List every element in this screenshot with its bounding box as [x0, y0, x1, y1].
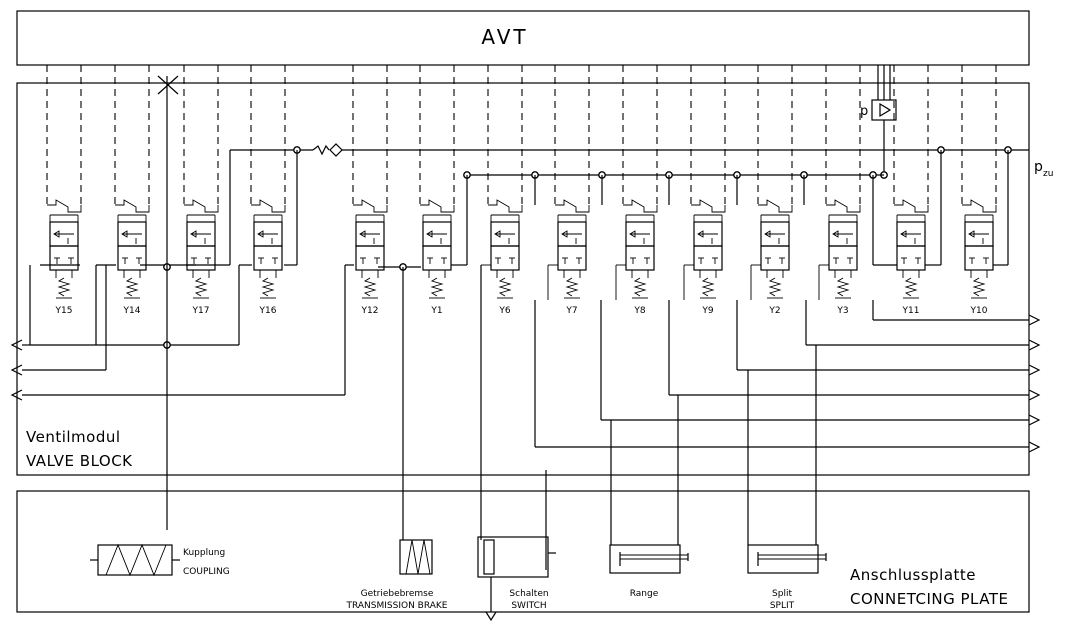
valve-label: Y17 [192, 306, 210, 316]
pressure-supply-label: p [1034, 159, 1043, 175]
valve-Y8: Y8 [622, 65, 658, 316]
pressure-sensor-label: p [860, 104, 868, 119]
pressure-supply-subscript: zu [1043, 169, 1053, 179]
connecting-plate-label-en: CONNETCING PLATE [850, 590, 1008, 608]
valve-Y11: Y11 [893, 65, 929, 316]
range-actuator: Range [609, 544, 689, 599]
valve-label: Y3 [836, 306, 848, 316]
range-label-de: Range [630, 589, 659, 599]
pressure-supply: p zu [1034, 159, 1053, 179]
wiring-layer [10, 76, 1041, 570]
valve-label: Y7 [565, 306, 577, 316]
coupling-label-de: Kupplung [183, 548, 225, 558]
avt-box: AVT [16, 10, 1030, 66]
brake-label-en: TRANSMISSION BRAKE [346, 601, 448, 611]
coupling-line-cross [157, 75, 179, 95]
avt-label: AVT [481, 25, 528, 49]
valve-label: Y15 [55, 306, 73, 316]
valve-label: Y12 [361, 306, 379, 316]
coupling-label-en: COUPLING [183, 567, 230, 577]
valve-Y6: Y6 [487, 65, 523, 316]
valve-Y10: Y10 [961, 65, 997, 316]
valve-label: Y11 [902, 306, 920, 316]
valve-Y2: Y2 [757, 65, 793, 316]
valve-label: Y10 [970, 306, 988, 316]
connecting-plate-box: Anschlussplatte CONNETCING PLATE [16, 490, 1030, 613]
valve-Y15: Y15 [46, 65, 82, 316]
split-label-en: SPLIT [770, 601, 795, 611]
valve-label: Y6 [498, 306, 510, 316]
switch-label-de: Schalten [509, 589, 548, 599]
valve-block-label-en: VALVE BLOCK [26, 452, 133, 470]
valve-Y16: Y16 [250, 65, 286, 316]
valve-label: Y8 [633, 306, 645, 316]
valve-Y1: Y1 [419, 65, 455, 316]
valve-Y9: Y9 [690, 65, 726, 316]
valve-block-label-de: Ventilmodul [26, 428, 121, 446]
valve-Y3: Y3 [825, 65, 861, 316]
valve-label: Y16 [259, 306, 277, 316]
switch-label-en: SWITCH [511, 601, 546, 611]
brake-label-de: Getriebebremse [361, 589, 434, 599]
valve-label: Y14 [123, 306, 141, 316]
valve-Y14: Y14 [114, 65, 150, 316]
pressure-sensor: p [860, 65, 897, 175]
valve-label: Y9 [701, 306, 713, 316]
valve-label: Y1 [430, 306, 442, 316]
valve-label: Y2 [768, 306, 780, 316]
valve-Y12: Y12 [352, 65, 388, 316]
split-label-de: Split [772, 589, 792, 599]
valve-Y7: Y7 [554, 65, 590, 316]
connecting-plate-label-de: Anschlussplatte [850, 566, 976, 584]
valve-block-box: Ventilmodul VALVE BLOCK [16, 82, 1030, 476]
valves-layer: Y15 Y14 Y17 Y16 Y12 Y1 Y6 Y7 Y8 Y9 Y2 Y3 Y11 Y10 [46, 65, 997, 316]
valve-Y17: Y17 [183, 65, 219, 316]
check-valve [312, 143, 343, 157]
